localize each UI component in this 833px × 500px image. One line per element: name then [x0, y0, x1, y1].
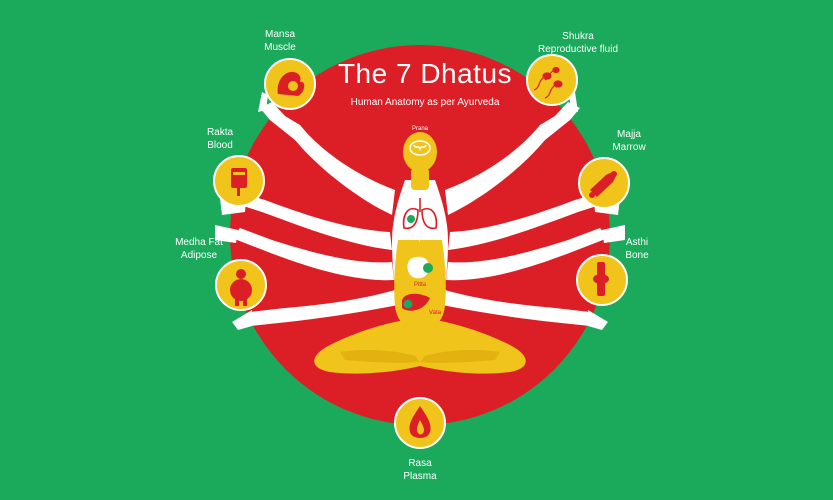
- medha-label: Medha Fat Adipose: [164, 236, 234, 262]
- kapha-dot: [407, 215, 415, 223]
- asthi-label: Asthi Bone: [612, 236, 662, 262]
- rakta-meaning: Blood: [207, 140, 233, 151]
- majja-name: Majja: [617, 129, 641, 140]
- medha-meaning: Adipose: [180, 250, 218, 261]
- mansa-medallion: [264, 58, 316, 110]
- vata-label: Vata: [429, 310, 441, 316]
- prana-label: Prana: [411, 126, 428, 132]
- rasa-label: Rasa Plasma: [395, 457, 445, 483]
- figure-arms: [215, 92, 625, 330]
- medha-medallion: [215, 259, 267, 311]
- lungs-icon: [402, 198, 438, 230]
- majja-meaning: Marrow: [612, 142, 646, 153]
- mansa-meaning: Muscle: [264, 42, 296, 53]
- liver-icon: [402, 293, 430, 311]
- rasa-name: Rasa: [408, 458, 432, 469]
- shukra-meaning: Reproductive fluid: [537, 44, 619, 55]
- brain-icon: [409, 140, 431, 156]
- majja-medallion: [578, 157, 630, 209]
- rakta-name: Rakta: [206, 127, 234, 138]
- knee-joint-icon: [593, 262, 609, 296]
- sperm-icon: [533, 66, 563, 99]
- mansa-label: Mansa Muscle: [255, 28, 305, 54]
- page-title: The 7 Dhatus: [337, 58, 513, 89]
- asthi-meaning: Bone: [625, 250, 649, 261]
- bone-marrow-icon: [589, 171, 617, 198]
- shukra-name: Shukra: [562, 31, 594, 42]
- pitta-label: Pitta: [413, 282, 426, 288]
- flame-drop-icon: [409, 406, 431, 438]
- blood-bag-icon: [231, 168, 247, 196]
- figure-head: [403, 132, 437, 190]
- mansa-name: Mansa: [264, 29, 295, 40]
- shukra-medallion: [526, 54, 578, 106]
- shukra-label: Shukra Reproductive fluid: [528, 30, 628, 56]
- kapha-label: Kapha: [411, 236, 429, 242]
- rasa-medallion: [394, 397, 446, 449]
- figure-feet: [340, 349, 500, 363]
- rakta-medallion: [213, 155, 265, 207]
- stomach-icon: [407, 256, 433, 279]
- page-subtitle: Human Anatomy as per Ayurveda: [350, 97, 500, 108]
- asthi-name: Asthi: [625, 237, 649, 248]
- rakta-label: Rakta Blood: [200, 126, 240, 152]
- medha-name: Medha Fat: [175, 237, 223, 248]
- rasa-meaning: Plasma: [403, 471, 437, 482]
- asthi-medallion: [576, 254, 628, 306]
- muscle-arm-icon: [277, 72, 305, 96]
- fat-body-icon: [230, 269, 252, 306]
- majja-label: Majja Marrow: [604, 128, 654, 154]
